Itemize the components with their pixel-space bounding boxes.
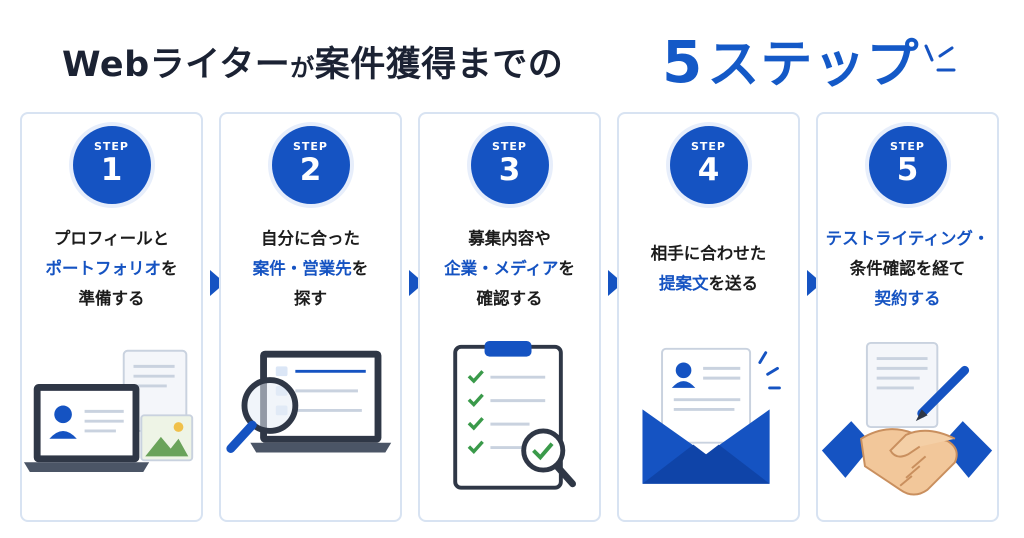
- body-text: 条件確認を経て: [849, 259, 966, 278]
- laptop-profile-icon: [23, 349, 194, 473]
- step-description-line: ポートフォリオを: [22, 254, 201, 284]
- title-accent: 5ステップ: [662, 22, 919, 97]
- step-description-line: プロフィールと: [22, 224, 201, 254]
- title-main: Webライター: [62, 45, 291, 85]
- step-badge-4: STEP 4: [669, 126, 748, 204]
- envelope-letter-icon: [642, 347, 781, 484]
- highlight-text: 案件・営業先: [252, 259, 352, 278]
- title-particle: が: [290, 54, 315, 82]
- step-badge-2: STEP 2: [271, 126, 350, 204]
- step-description: テストライティング・条件確認を経て契約する: [818, 224, 997, 314]
- title-accent-number: 5: [662, 28, 704, 96]
- step-label: STEP: [93, 140, 129, 153]
- step-description: プロフィールとポートフォリオを準備する: [22, 224, 201, 314]
- body-text: 相手に合わせた: [650, 244, 767, 263]
- body-text: を: [558, 259, 575, 278]
- step-card-1: STEP 1 プロフィールとポートフォリオを準備する: [20, 112, 203, 522]
- body-text: 自分に合った: [261, 229, 360, 248]
- step-number: 4: [697, 152, 720, 188]
- step-number: 1: [100, 152, 123, 188]
- handshake-contract-icon: [821, 341, 993, 496]
- step-description-line: 探す: [221, 284, 400, 314]
- laptop-magnifier-icon: [226, 350, 392, 453]
- highlight-text: 提案文: [659, 274, 709, 293]
- step-number: 3: [498, 152, 521, 188]
- step-badge-3: STEP 3: [470, 126, 549, 204]
- step-number: 2: [299, 152, 322, 188]
- body-text: を送る: [708, 274, 759, 293]
- step-description: 自分に合った案件・営業先を探す: [221, 224, 400, 314]
- step-description: 募集内容や企業・メディアを確認する: [420, 224, 599, 314]
- steps-container: STEP 1 プロフィールとポートフォリオを準備する: [20, 112, 1004, 522]
- step-description-line: テストライティング・: [818, 224, 997, 254]
- highlight-text: 契約する: [874, 289, 941, 308]
- step-description-line: 提案文を送る: [619, 269, 798, 299]
- body-text: 準備する: [78, 289, 145, 308]
- body-text: を: [351, 259, 369, 278]
- step-description-line: 募集内容や: [420, 224, 599, 254]
- title-area: Webライターが案件獲得までの 5ステップ: [0, 18, 1024, 98]
- step-card-2: STEP 2 自分に合った案件・営業先を探す: [219, 112, 402, 522]
- step-description-line: 契約する: [818, 284, 997, 314]
- body-text: 募集内容や: [468, 229, 551, 248]
- step-label: STEP: [690, 140, 726, 153]
- step-label: STEP: [292, 140, 328, 153]
- body-text: を: [161, 259, 178, 278]
- step-label: STEP: [491, 140, 527, 153]
- title-rest: 案件獲得までの: [314, 45, 564, 85]
- step-card-5: STEP 5 テストライティング・条件確認を経て契約する: [816, 112, 999, 522]
- highlight-text: テストライティング・: [825, 229, 990, 248]
- step-label: STEP: [889, 140, 925, 153]
- step-description-line: 確認する: [420, 284, 599, 314]
- step-description-line: 準備する: [22, 284, 201, 314]
- body-text: 探す: [294, 289, 327, 308]
- step-description-line: 案件・営業先を: [221, 254, 400, 284]
- body-text: プロフィールと: [53, 229, 170, 248]
- highlight-text: ポートフォリオ: [45, 259, 162, 278]
- body-text: 確認する: [476, 289, 543, 308]
- page-title: Webライターが案件獲得までの: [62, 36, 563, 87]
- step-description: 相手に合わせた提案文を送る: [619, 239, 798, 299]
- step-description-line: 条件確認を経て: [818, 254, 997, 284]
- step-card-4: STEP 4 相手に合わせた提案文を送る: [617, 112, 800, 522]
- step-card-3: STEP 3 募集内容や企業・メディアを確認する: [418, 112, 601, 522]
- title-accent-text: ステップ: [707, 35, 920, 95]
- step-description-line: 自分に合った: [221, 224, 400, 254]
- step-description-line: 相手に合わせた: [619, 239, 798, 269]
- step-badge-5: STEP 5: [868, 126, 947, 204]
- sparkle-icon: [924, 44, 956, 72]
- step-number: 5: [896, 152, 919, 188]
- step-description-line: 企業・メディアを: [420, 254, 599, 284]
- step-badge-1: STEP 1: [72, 126, 151, 204]
- highlight-text: 企業・メディア: [444, 259, 559, 278]
- clipboard-check-icon: [453, 340, 577, 490]
